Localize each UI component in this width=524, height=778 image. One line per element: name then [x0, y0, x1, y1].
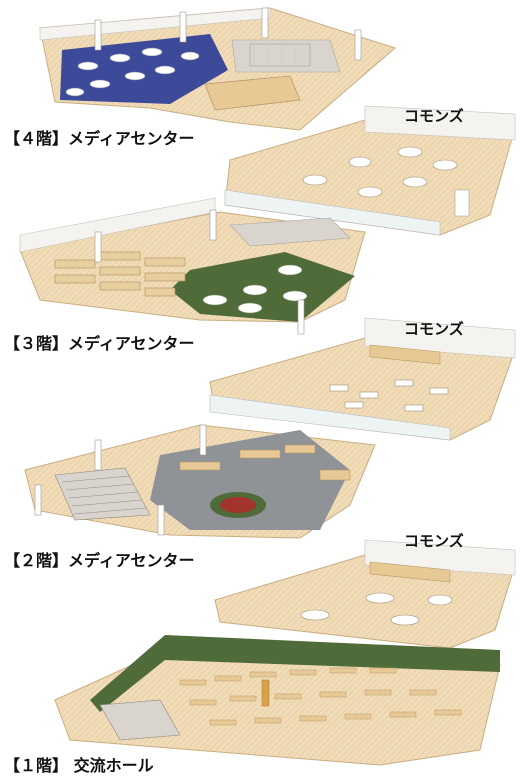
floor-2-commons-label: コモンズ	[404, 532, 464, 550]
floor-3-commons-counter	[369, 344, 441, 365]
floor-4-staircase	[249, 43, 311, 67]
floor-3-media-center	[19, 197, 366, 335]
floor-4-commons-label: コモンズ	[404, 107, 464, 125]
floor-2-stair-steps	[61, 475, 147, 515]
floor-2-media-center	[24, 424, 376, 539]
floor-2-counters	[179, 444, 351, 481]
floor-3-glass-railing	[209, 394, 451, 441]
floor-1-label: 【１階】 交流ホール	[4, 756, 154, 775]
floor-4-commons-tables	[302, 146, 458, 198]
floor-2-columns	[34, 424, 207, 536]
floor-4-media-center	[39, 7, 397, 131]
floor-4-commons	[224, 105, 516, 236]
floor-2-commons	[214, 539, 516, 649]
floor-1-green-wall	[90, 635, 500, 712]
floor-4-commons-door	[454, 189, 470, 217]
floor-4-columns	[94, 7, 362, 61]
floor-2-commons-counter	[369, 561, 451, 583]
floor-3-commons-tables	[329, 379, 449, 412]
floor-4-tables	[65, 47, 200, 97]
floor-1-hall	[54, 635, 501, 766]
floor-4-label: 【４階】メディアセンター	[4, 129, 195, 148]
floor-3-columns	[94, 209, 305, 335]
floor-4-commons-wall	[364, 105, 516, 141]
floor-2-commons-tables	[300, 592, 453, 626]
floor-2-label: 【２階】メディアセンター	[4, 551, 195, 570]
floor-1-staircase	[99, 699, 181, 741]
floor-3-commons	[209, 317, 516, 441]
floor-3-commons-label: コモンズ	[404, 320, 464, 338]
floor-4-glass-railing	[224, 189, 441, 236]
floor-3-bookshelves	[54, 251, 186, 297]
floor-3-label: 【３階】メディアセンター	[4, 334, 195, 353]
floor-2-red-center	[220, 497, 256, 513]
floor-3-tables	[202, 264, 308, 314]
floor-3-stairwell	[229, 217, 351, 247]
floor-1-column	[261, 679, 270, 707]
floor-1-tables	[179, 667, 462, 726]
floor-4-counter	[204, 75, 301, 111]
floor-2-staircase	[54, 467, 151, 521]
